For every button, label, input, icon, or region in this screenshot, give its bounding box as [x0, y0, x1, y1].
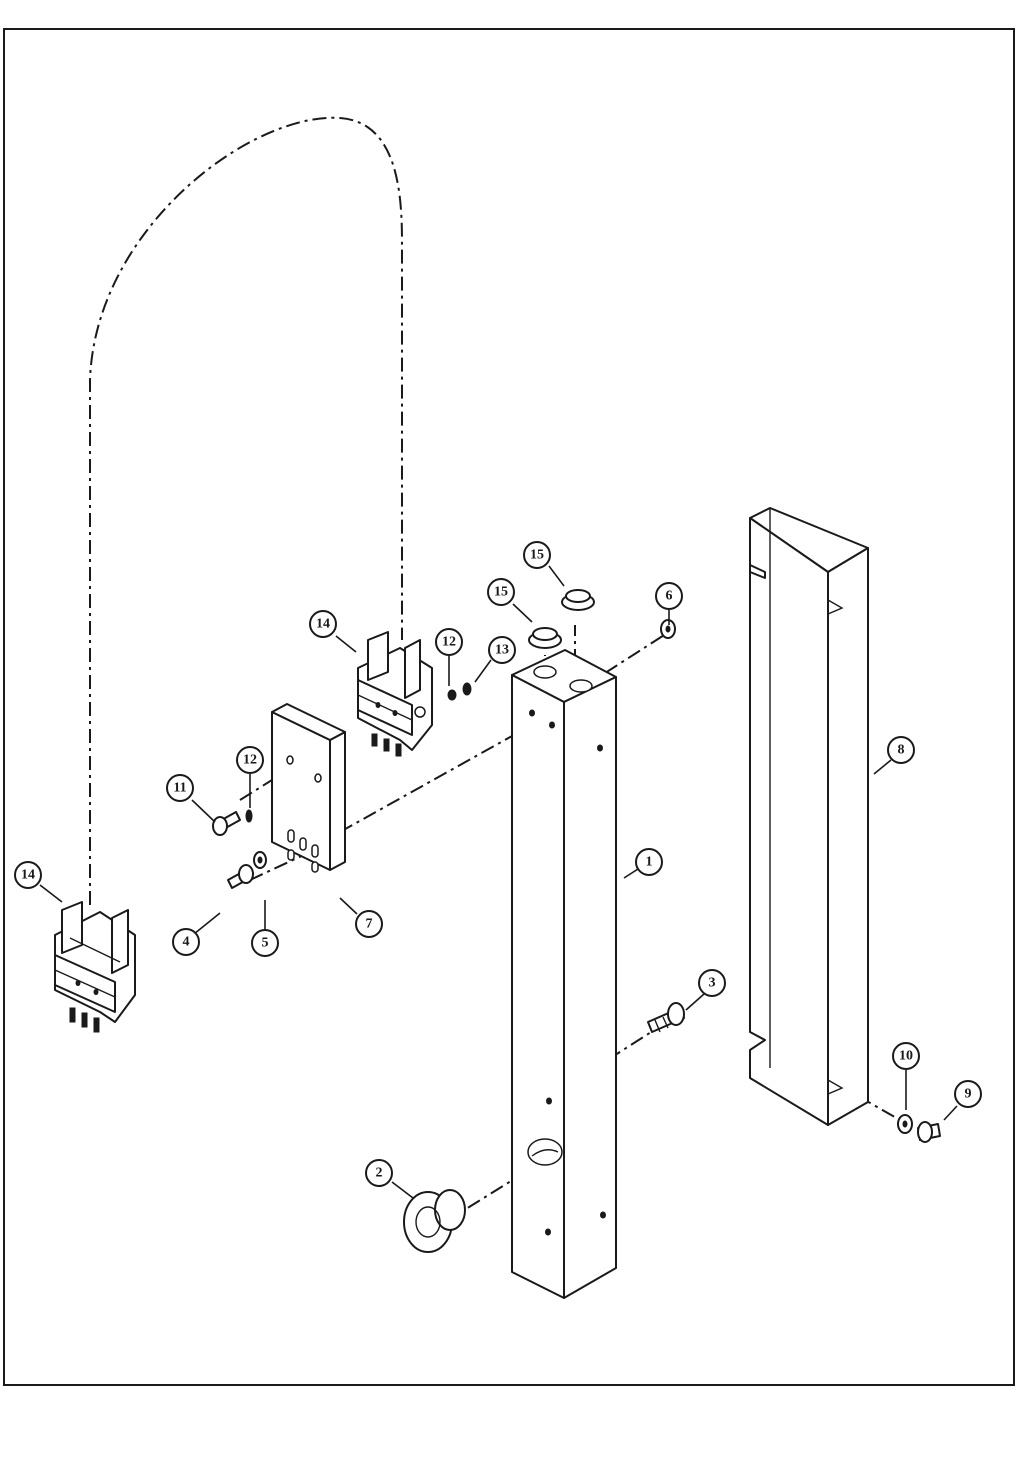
callout-12-upper: 12: [436, 629, 462, 655]
callout-label: 14: [21, 868, 35, 883]
callout-5: 5: [252, 930, 278, 956]
callout-14-upper: 14: [310, 611, 336, 637]
callout-label: 15: [530, 548, 544, 563]
callout-6: 6: [656, 583, 682, 609]
callout-label: 12: [442, 635, 456, 650]
callout-label: 8: [898, 743, 905, 758]
callout-label: 4: [183, 935, 190, 950]
callout-label: 7: [366, 917, 373, 932]
callout-13: 13: [489, 637, 515, 663]
switch-assembly-upper: [358, 632, 432, 756]
callout-1: 1: [636, 849, 662, 875]
cable-path: [90, 118, 402, 905]
channel-bracket-part: [750, 508, 868, 1125]
callout-label: 12: [243, 753, 257, 768]
callout-label: 6: [666, 589, 673, 604]
callout-label: 10: [899, 1049, 913, 1064]
callout-label: 15: [494, 585, 508, 600]
callout-15-left: 15: [488, 579, 514, 605]
switch-assembly-lower: [55, 902, 135, 1032]
square-tube-part: [512, 650, 616, 1298]
callout-14-lower: 14: [15, 862, 41, 888]
callout-4: 4: [173, 929, 199, 955]
callout-7: 7: [356, 911, 382, 937]
callout-label: 2: [376, 1166, 383, 1181]
callout-8: 8: [888, 737, 914, 763]
callout-label: 13: [495, 643, 509, 658]
callout-9: 9: [955, 1081, 981, 1107]
callout-label: 1: [646, 855, 653, 870]
callout-2: 2: [366, 1160, 392, 1186]
callout-3: 3: [699, 970, 725, 996]
callout-label: 14: [316, 617, 330, 632]
callout-label: 9: [965, 1087, 972, 1102]
callout-label: 3: [709, 976, 716, 991]
callout-11: 11: [167, 775, 193, 801]
callout-label: 11: [173, 781, 186, 796]
callout-15-right: 15: [524, 542, 550, 568]
callout-10: 10: [893, 1043, 919, 1069]
callout-label: 5: [262, 936, 269, 951]
mounting-plate-part: [272, 704, 345, 872]
callout-12-lower: 12: [237, 747, 263, 773]
